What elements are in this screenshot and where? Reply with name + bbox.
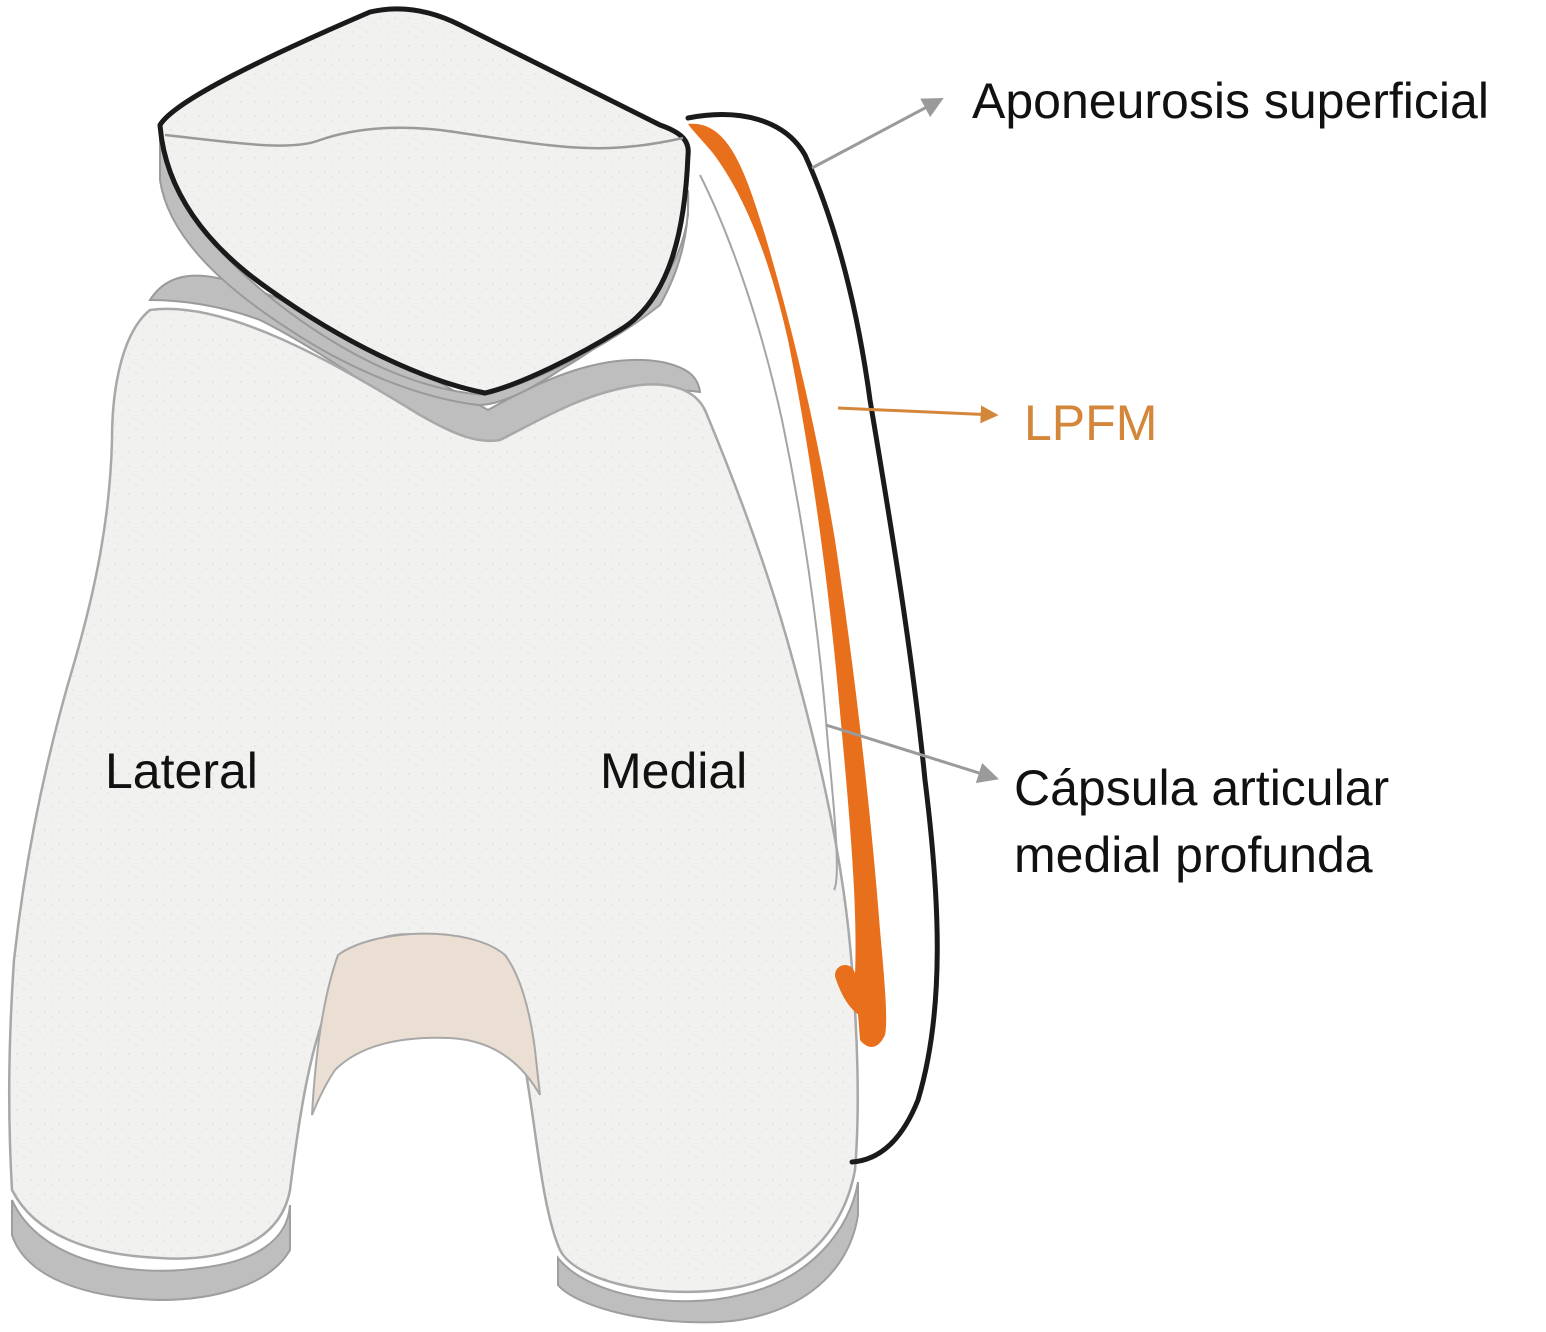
label-capsule-line1: Cápsula articular xyxy=(1014,760,1389,816)
aponeurosis-pointer xyxy=(812,100,940,168)
mpfl-pointer xyxy=(838,408,995,415)
femur xyxy=(9,309,858,1292)
label-lateral: Lateral xyxy=(105,743,258,799)
intercondylar-notch xyxy=(312,934,540,1115)
label-superficial-aponeurosis: Aponeurosis superficial xyxy=(972,73,1489,129)
label-capsule-line2: medial profunda xyxy=(1014,827,1373,883)
label-medial: Medial xyxy=(600,743,747,799)
label-mpfl: LPFM xyxy=(1024,395,1157,451)
